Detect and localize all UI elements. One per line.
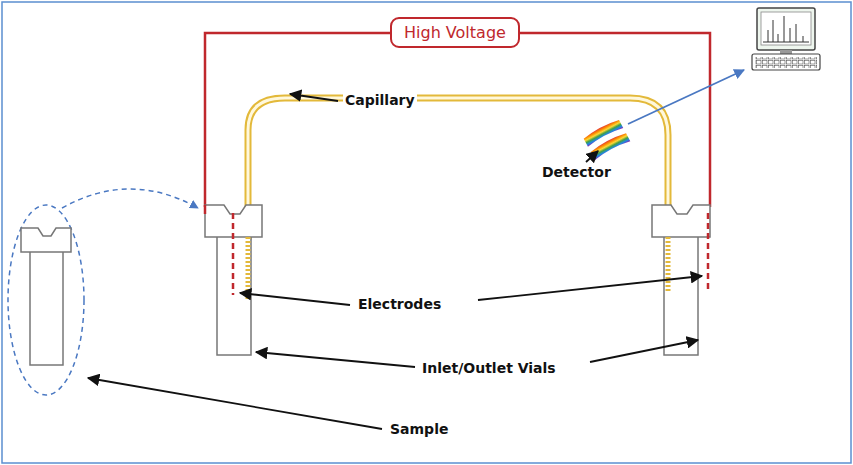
voltage-supply-box: High Voltage xyxy=(390,17,520,48)
inlet-vial xyxy=(205,205,262,355)
wire xyxy=(205,33,710,207)
part-label: Capillary xyxy=(343,92,417,108)
part-label: Sample xyxy=(388,421,450,437)
capillary-tube xyxy=(248,98,668,300)
part-label: Electrodes xyxy=(356,296,443,312)
computer-icon xyxy=(752,8,820,70)
leader-arrow xyxy=(88,94,702,429)
part-label: Inlet/Outlet Vials xyxy=(420,360,558,376)
node-label: High Voltage xyxy=(404,23,506,42)
part-label: Detector xyxy=(540,164,613,180)
signal-arrow xyxy=(628,70,744,124)
detector-symbol xyxy=(583,118,631,160)
sample-vial xyxy=(8,189,198,395)
